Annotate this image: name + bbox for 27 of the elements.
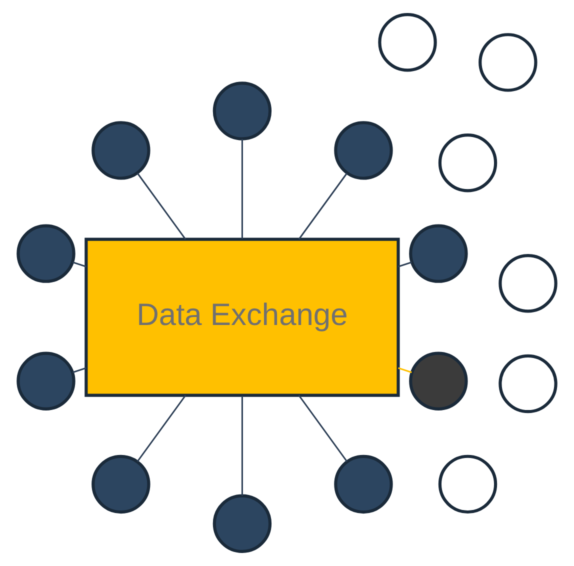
connector bbox=[241, 139, 243, 239]
node-circle bbox=[478, 33, 538, 92]
node-circle bbox=[498, 354, 558, 414]
node-circle bbox=[16, 224, 76, 283]
node-circle bbox=[409, 224, 468, 283]
connector bbox=[136, 172, 186, 240]
node-circle bbox=[16, 352, 76, 410]
node-circle bbox=[92, 121, 150, 180]
connector bbox=[398, 367, 412, 374]
node-circle bbox=[92, 454, 150, 514]
node-circle bbox=[378, 13, 437, 72]
node-circle bbox=[212, 82, 272, 140]
connector bbox=[298, 394, 348, 462]
node-circle bbox=[212, 494, 272, 553]
connector bbox=[241, 396, 243, 496]
connector bbox=[72, 367, 86, 374]
connector bbox=[398, 262, 412, 268]
connector bbox=[72, 262, 86, 268]
node-circle bbox=[334, 454, 393, 514]
node-circle bbox=[438, 134, 498, 192]
connector bbox=[136, 394, 186, 462]
connector bbox=[298, 172, 348, 240]
node-box: Data Exchange bbox=[84, 238, 400, 397]
node-circle bbox=[409, 352, 468, 410]
node-circle bbox=[438, 454, 498, 514]
node-circle bbox=[334, 121, 393, 180]
node-circle bbox=[498, 254, 558, 313]
